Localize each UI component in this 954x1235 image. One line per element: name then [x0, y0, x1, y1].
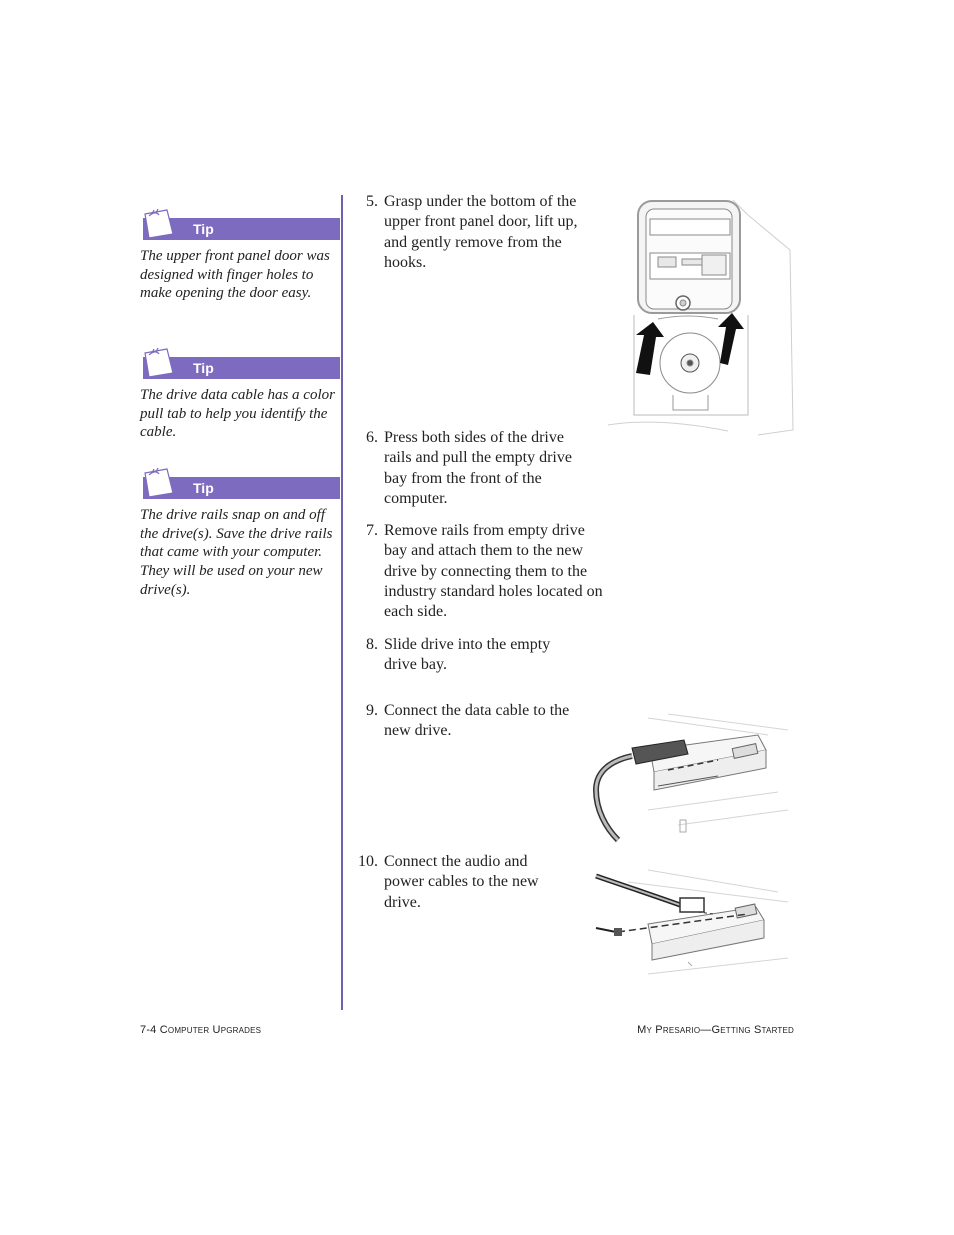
step-text: Press both sides of the drive rails and …	[384, 429, 572, 507]
step-number: 7.	[366, 522, 378, 539]
step-item: 10. Connect the audio and power cables t…	[350, 852, 562, 913]
tip-text: The drive data cable has a color pull ta…	[140, 387, 335, 441]
tip-header: Tip	[143, 467, 340, 499]
front-panel-door-illustration	[607, 199, 794, 436]
step-item: 9. Connect the data cable to the new dri…	[350, 701, 570, 742]
step-item: 6. Press both sides of the drive rails a…	[350, 428, 590, 509]
tip-text: The upper front panel door was designed …	[140, 248, 330, 302]
step-item: 7. Remove rails from empty drive bay and…	[350, 521, 608, 622]
step-text: Grasp under the bottom of the upper fron…	[384, 193, 578, 271]
footer-book-title: My Presario—Getting Started	[637, 1024, 794, 1036]
step-number: 6.	[366, 429, 378, 446]
step-item: 8. Slide drive into the empty drive bay.	[350, 635, 580, 676]
power-audio-cable-illustration	[595, 869, 789, 975]
step-number: 5.	[366, 193, 378, 210]
note-icon	[144, 467, 174, 498]
note-icon	[144, 208, 174, 239]
step-item: 5. Grasp under the bottom of the upper f…	[350, 192, 600, 273]
step-number: 8.	[366, 636, 378, 653]
step-text: Connect the audio and power cables to th…	[384, 853, 539, 911]
step-number: 10.	[358, 853, 378, 870]
tip-header: Tip	[143, 208, 340, 240]
margin-rule	[341, 195, 343, 1010]
tip-label: Tip	[193, 360, 214, 376]
data-cable-illustration	[592, 713, 789, 843]
step-text: Connect the data cable to the new drive.	[384, 702, 570, 740]
tip-header: Tip	[143, 347, 340, 379]
footer-chapter: 7-4 Computer Upgrades	[140, 1024, 262, 1036]
note-icon	[144, 347, 174, 378]
tip-text: The drive rails snap on and off the driv…	[140, 507, 333, 598]
tip-label: Tip	[193, 221, 214, 237]
step-number: 9.	[366, 702, 378, 719]
step-text: Slide drive into the empty drive bay.	[384, 636, 551, 674]
step-text: Remove rails from empty drive bay and at…	[384, 522, 603, 621]
tip-label: Tip	[193, 480, 214, 496]
